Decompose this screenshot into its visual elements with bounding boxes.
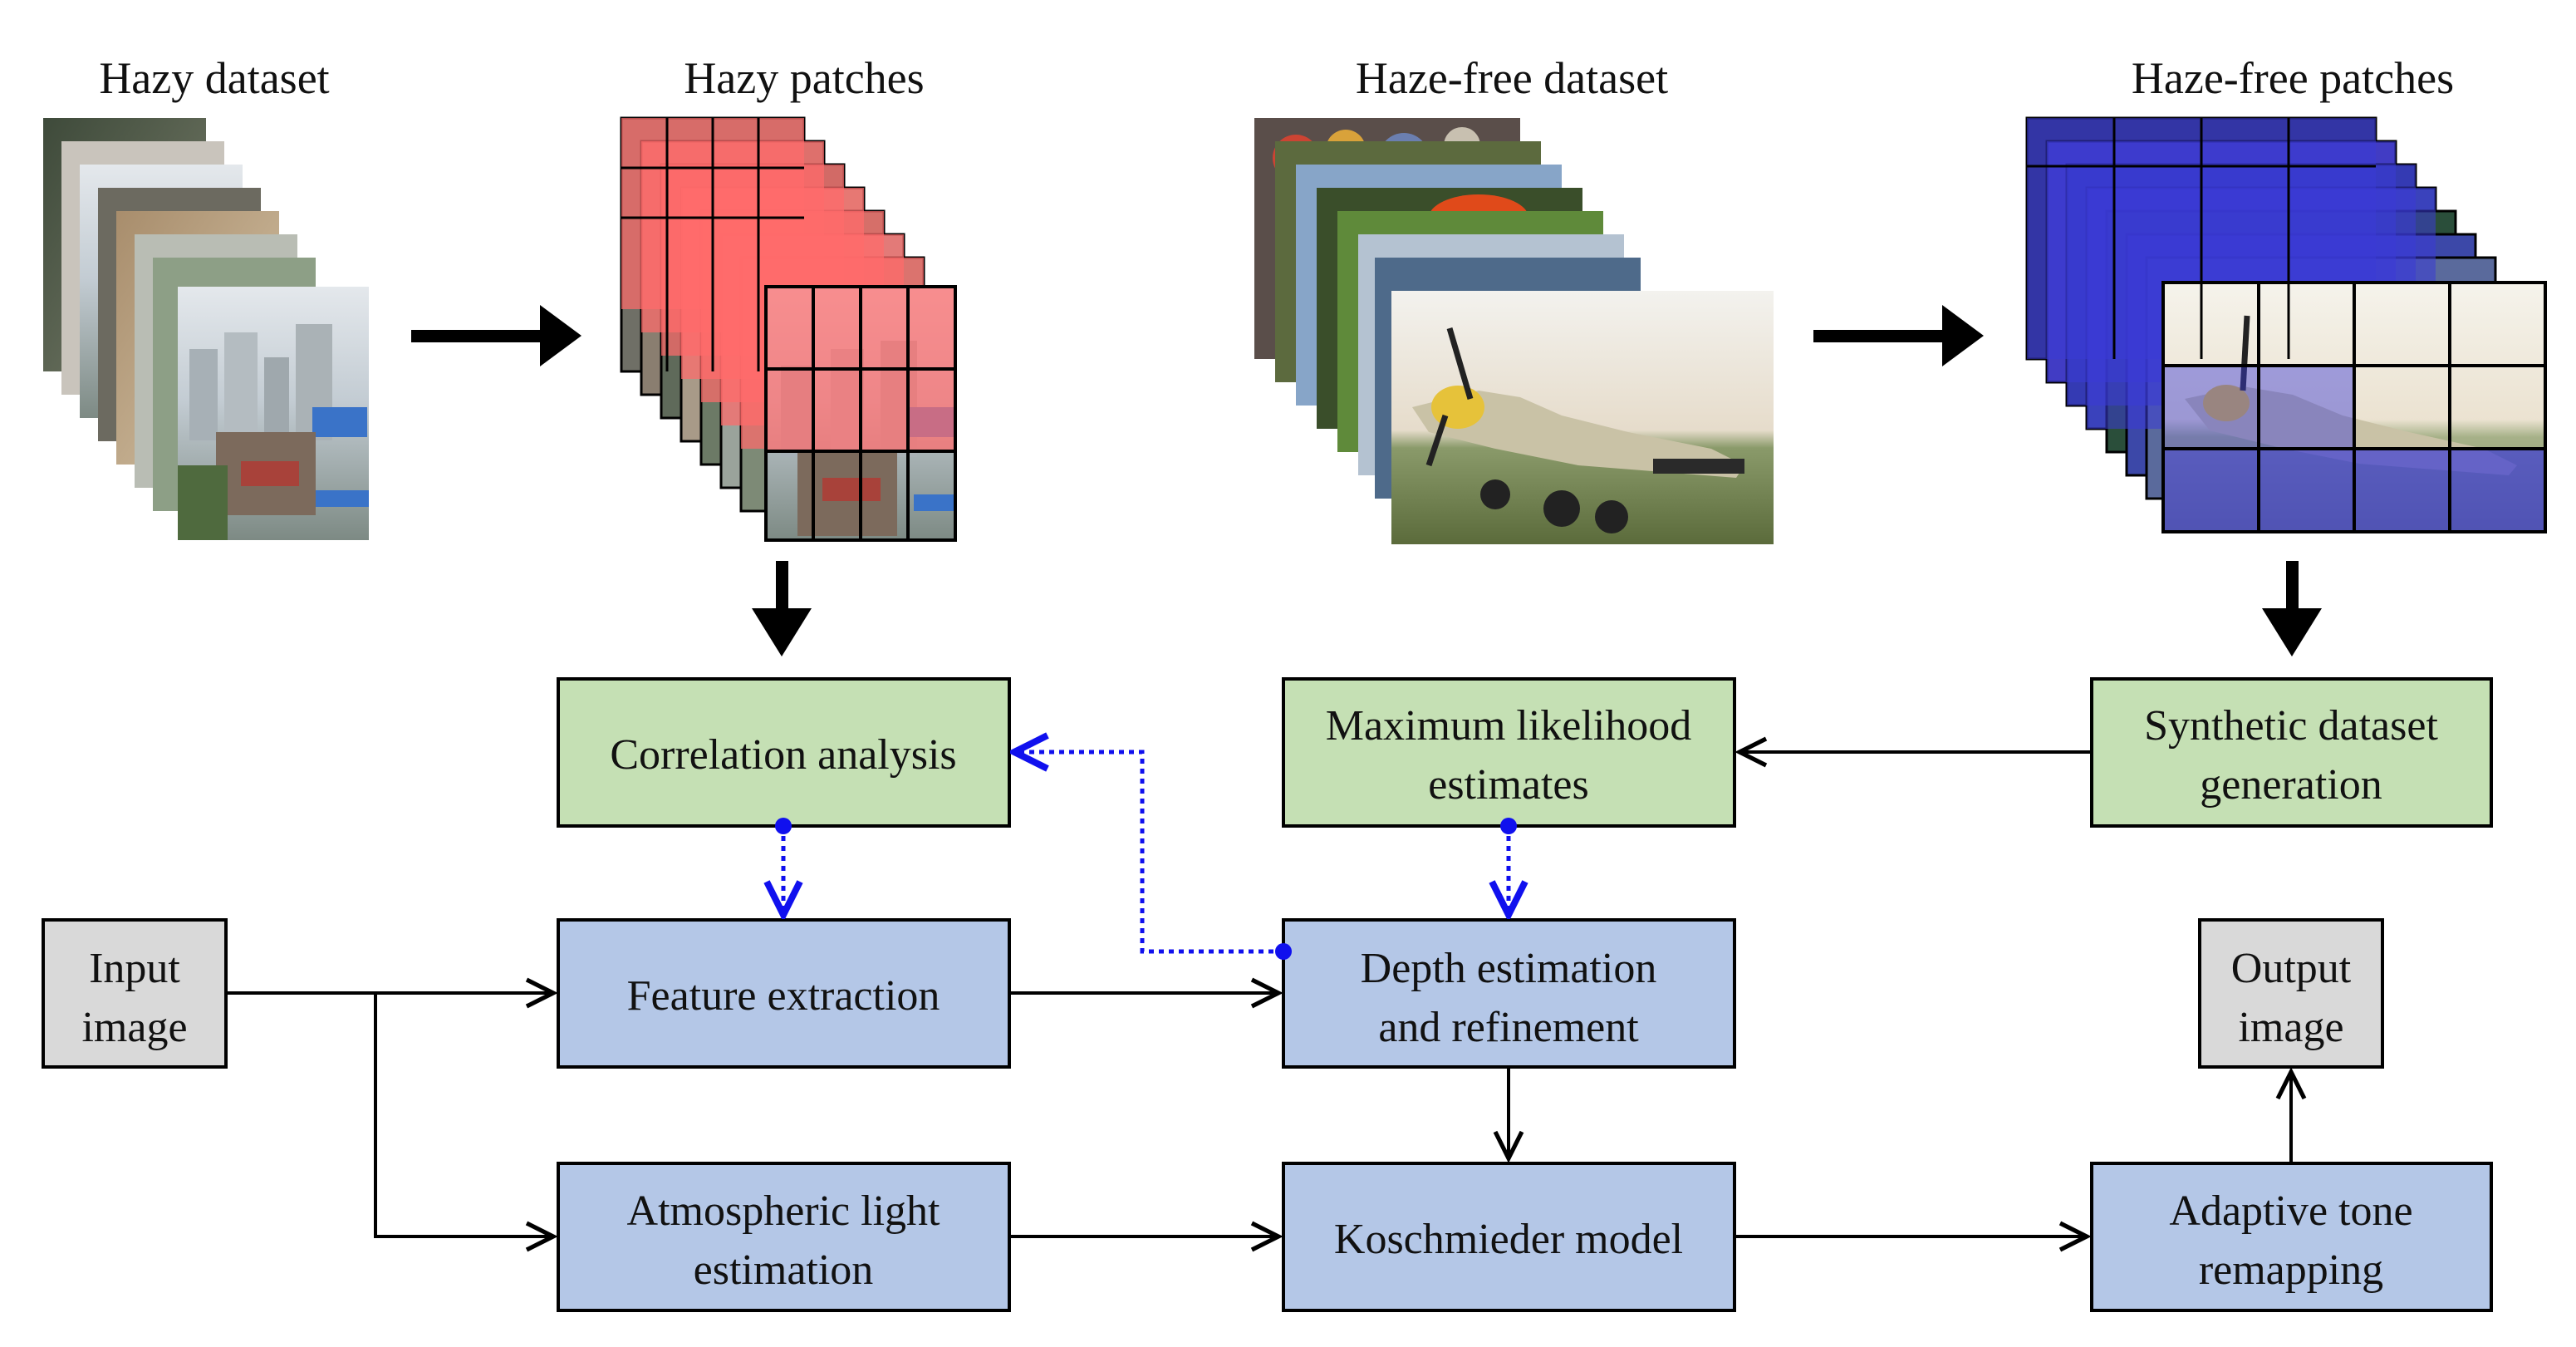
output-image-box: Output image bbox=[2198, 918, 2384, 1069]
hazy-patches-caption: Hazy patches bbox=[684, 53, 924, 103]
depth-label-line2: and refinement bbox=[1378, 1004, 1639, 1051]
feature-extraction-box: Feature extraction bbox=[557, 918, 1011, 1069]
depth-estimation-box: Depth estimation and refinement bbox=[1282, 918, 1736, 1069]
hazefree-dataset-caption: Haze-free dataset bbox=[1356, 53, 1668, 103]
atmospheric-label-line2: estimation bbox=[694, 1246, 874, 1294]
arrow-patches-to-correlation bbox=[752, 561, 812, 656]
dotted-depth-to-correlation bbox=[1014, 752, 1283, 954]
arrow-hazefree-to-patches bbox=[1813, 305, 1984, 366]
depth-label-line1: Depth estimation bbox=[1361, 945, 1657, 992]
synthetic-label-line1: Synthetic dataset bbox=[2144, 702, 2438, 750]
koschmieder-model-box: Koschmieder model bbox=[1282, 1162, 1736, 1312]
koschmieder-label: Koschmieder model bbox=[1334, 1216, 1683, 1263]
tone-label-line2: remapping bbox=[2199, 1246, 2383, 1294]
arrow-input-to-atmospheric bbox=[374, 993, 553, 1236]
hazy-dataset-stack bbox=[43, 118, 369, 540]
mle-label-line2: estimates bbox=[1428, 761, 1589, 809]
input-image-box: Input image bbox=[42, 918, 228, 1069]
flow-connectors bbox=[226, 752, 2291, 1236]
arrow-hazefree-patches-to-synthetic bbox=[2262, 561, 2322, 656]
hazefree-patches-stack bbox=[2025, 116, 2547, 533]
hazy-dataset-caption: Hazy dataset bbox=[99, 53, 329, 103]
atmospheric-light-box: Atmospheric light estimation bbox=[557, 1162, 1011, 1312]
correlation-label: Correlation analysis bbox=[610, 731, 956, 779]
tone-label-line1: Adaptive tone bbox=[2169, 1187, 2412, 1235]
mle-label-line1: Maximum likelihood bbox=[1326, 702, 1692, 750]
synthetic-dataset-box: Synthetic dataset generation bbox=[2090, 677, 2493, 828]
output-label-line1: Output bbox=[2231, 945, 2352, 992]
input-label-line2: image bbox=[81, 1004, 187, 1051]
hazy-patches-stack bbox=[620, 116, 957, 542]
dotted-link-dots bbox=[775, 818, 1517, 960]
feature-label: Feature extraction bbox=[627, 972, 940, 1020]
hazefree-dataset-stack bbox=[1254, 118, 1774, 544]
synthetic-label-line2: generation bbox=[2200, 761, 2382, 809]
dotted-links bbox=[783, 752, 1509, 954]
output-label-line2: image bbox=[2238, 1004, 2343, 1051]
atmospheric-label-line1: Atmospheric light bbox=[627, 1187, 941, 1235]
arrow-hazy-to-patches bbox=[411, 305, 581, 366]
mle-box: Maximum likelihood estimates bbox=[1282, 677, 1736, 828]
input-label-line1: Input bbox=[89, 945, 180, 992]
adaptive-tone-box: Adaptive tone remapping bbox=[2090, 1162, 2493, 1312]
thick-arrows bbox=[411, 305, 2322, 656]
hazefree-patches-caption: Haze-free patches bbox=[2132, 53, 2454, 103]
correlation-analysis-box: Correlation analysis bbox=[557, 677, 1011, 828]
